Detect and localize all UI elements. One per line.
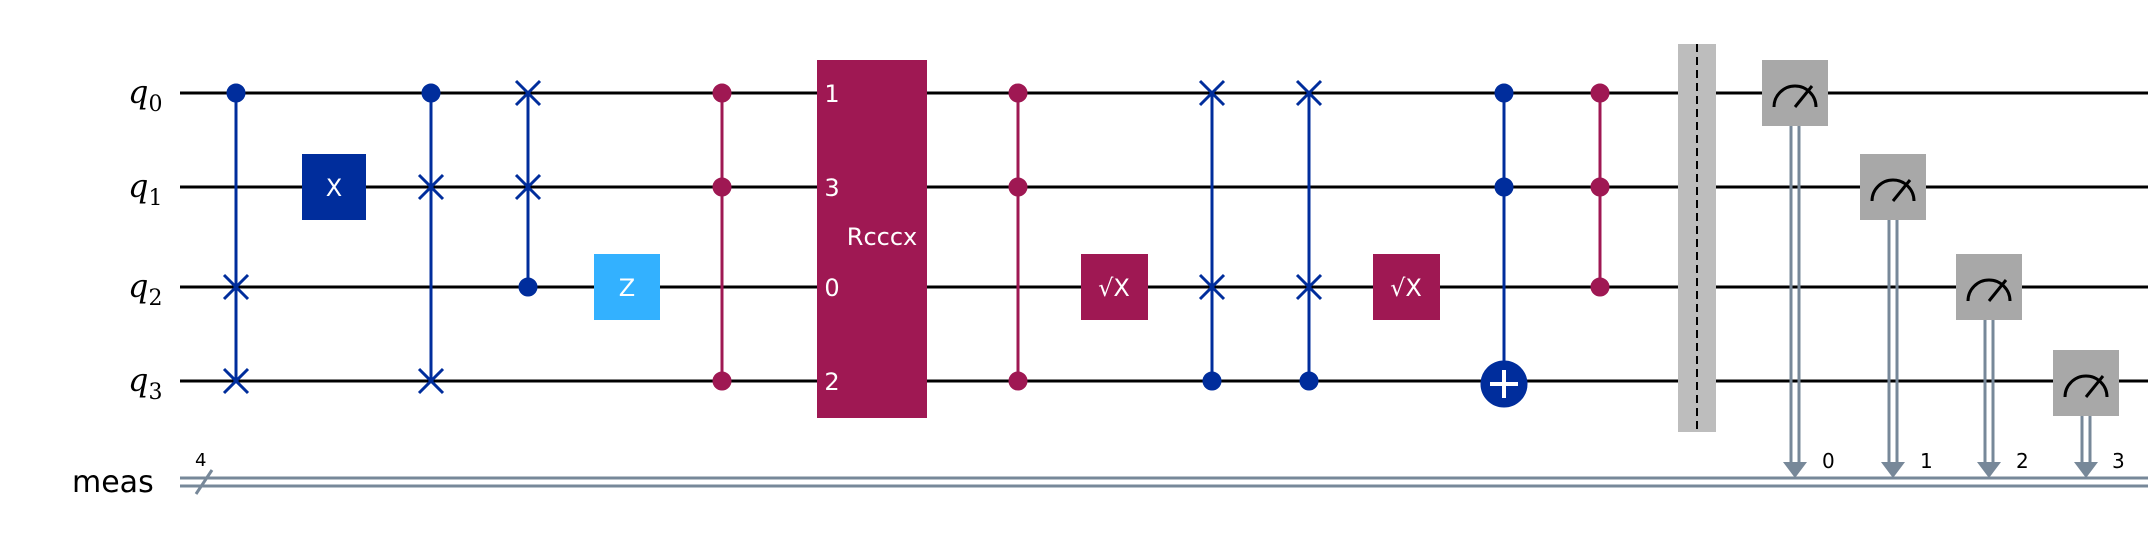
control-dot bbox=[518, 277, 538, 297]
measure-meter-icon bbox=[1870, 178, 1916, 202]
measure-bit-2: 2 bbox=[2016, 449, 2029, 473]
register-size: 4 bbox=[195, 450, 206, 471]
control-dot bbox=[1494, 83, 1514, 103]
control-dot bbox=[712, 371, 732, 391]
rcccx-port-q2: 0 bbox=[824, 274, 839, 302]
qubit-labels: q0 q1 q2 q3 meas bbox=[72, 73, 162, 500]
measure-gate-q2: 2 bbox=[1956, 254, 2029, 478]
ccz-gate-3 bbox=[1590, 83, 1610, 297]
control-dot bbox=[421, 83, 441, 103]
measure-gate-q0: 0 bbox=[1762, 60, 1835, 478]
control-dot bbox=[1590, 83, 1610, 103]
qubit-label-0: q0 bbox=[128, 73, 162, 117]
svg-text:X: X bbox=[326, 174, 342, 202]
sx-gate-2: √X bbox=[1373, 254, 1440, 320]
classical-wire: 4 bbox=[180, 450, 2148, 495]
measure-meter-icon bbox=[2063, 374, 2109, 398]
swap-cross-icon bbox=[1295, 79, 1323, 301]
swap-cross-icon bbox=[1198, 79, 1226, 301]
measure-meter-icon bbox=[1772, 84, 1818, 108]
ccz-gate-1 bbox=[712, 83, 732, 391]
control-dot bbox=[712, 83, 732, 103]
svg-text:√X: √X bbox=[1098, 274, 1130, 302]
svg-text:√X: √X bbox=[1390, 274, 1422, 302]
cnot-target-icon bbox=[1480, 360, 1528, 408]
rcccx-label: Rcccx bbox=[847, 223, 917, 251]
control-dot bbox=[226, 83, 246, 103]
measure-bit-3: 3 bbox=[2112, 449, 2125, 473]
rcccx-port-q0: 1 bbox=[824, 80, 839, 108]
control-dot bbox=[1590, 177, 1610, 197]
classical-register-label: meas bbox=[72, 465, 154, 500]
control-dot bbox=[1008, 83, 1028, 103]
control-dot bbox=[1008, 177, 1028, 197]
control-dot bbox=[1202, 371, 1222, 391]
barrier bbox=[1678, 44, 1716, 432]
swap-cross-icon bbox=[417, 173, 445, 395]
svg-text:Z: Z bbox=[619, 274, 635, 302]
control-dot bbox=[1590, 277, 1610, 297]
toffoli-gate bbox=[1480, 83, 1528, 408]
rcccx-gate: Rcccx 1 3 0 2 bbox=[817, 60, 927, 418]
control-dot bbox=[712, 177, 732, 197]
cswap-gate-2 bbox=[417, 83, 445, 395]
ccz-gate-2 bbox=[1008, 83, 1028, 391]
cswap-gate-3 bbox=[514, 79, 542, 297]
cswap-gate-4 bbox=[1198, 79, 1226, 391]
control-dot bbox=[1494, 177, 1514, 197]
swap-cross-icon bbox=[222, 273, 250, 395]
qubit-wires bbox=[180, 91, 2148, 383]
rcccx-port-q1: 3 bbox=[824, 174, 839, 202]
control-dot bbox=[1008, 371, 1028, 391]
cswap-gate-5 bbox=[1295, 79, 1323, 391]
swap-cross-icon bbox=[514, 79, 542, 201]
x-gate: X bbox=[302, 154, 366, 220]
qubit-label-2: q2 bbox=[128, 267, 162, 311]
sx-gate-1: √X bbox=[1081, 254, 1148, 320]
measure-bit-1: 1 bbox=[1920, 449, 1933, 473]
control-dot bbox=[1299, 371, 1319, 391]
measure-bit-0: 0 bbox=[1822, 449, 1835, 473]
bus-slash bbox=[194, 469, 214, 495]
measure-gate-q1: 1 bbox=[1860, 154, 1933, 478]
qubit-label-1: q1 bbox=[128, 167, 162, 211]
measure-meter-icon bbox=[1966, 278, 2012, 302]
cswap-gate-1 bbox=[222, 83, 250, 395]
rcccx-port-q3: 2 bbox=[824, 368, 839, 396]
qubit-label-3: q3 bbox=[128, 361, 162, 405]
z-gate: Z bbox=[594, 254, 660, 320]
measure-gate-q3: 3 bbox=[2053, 350, 2125, 478]
